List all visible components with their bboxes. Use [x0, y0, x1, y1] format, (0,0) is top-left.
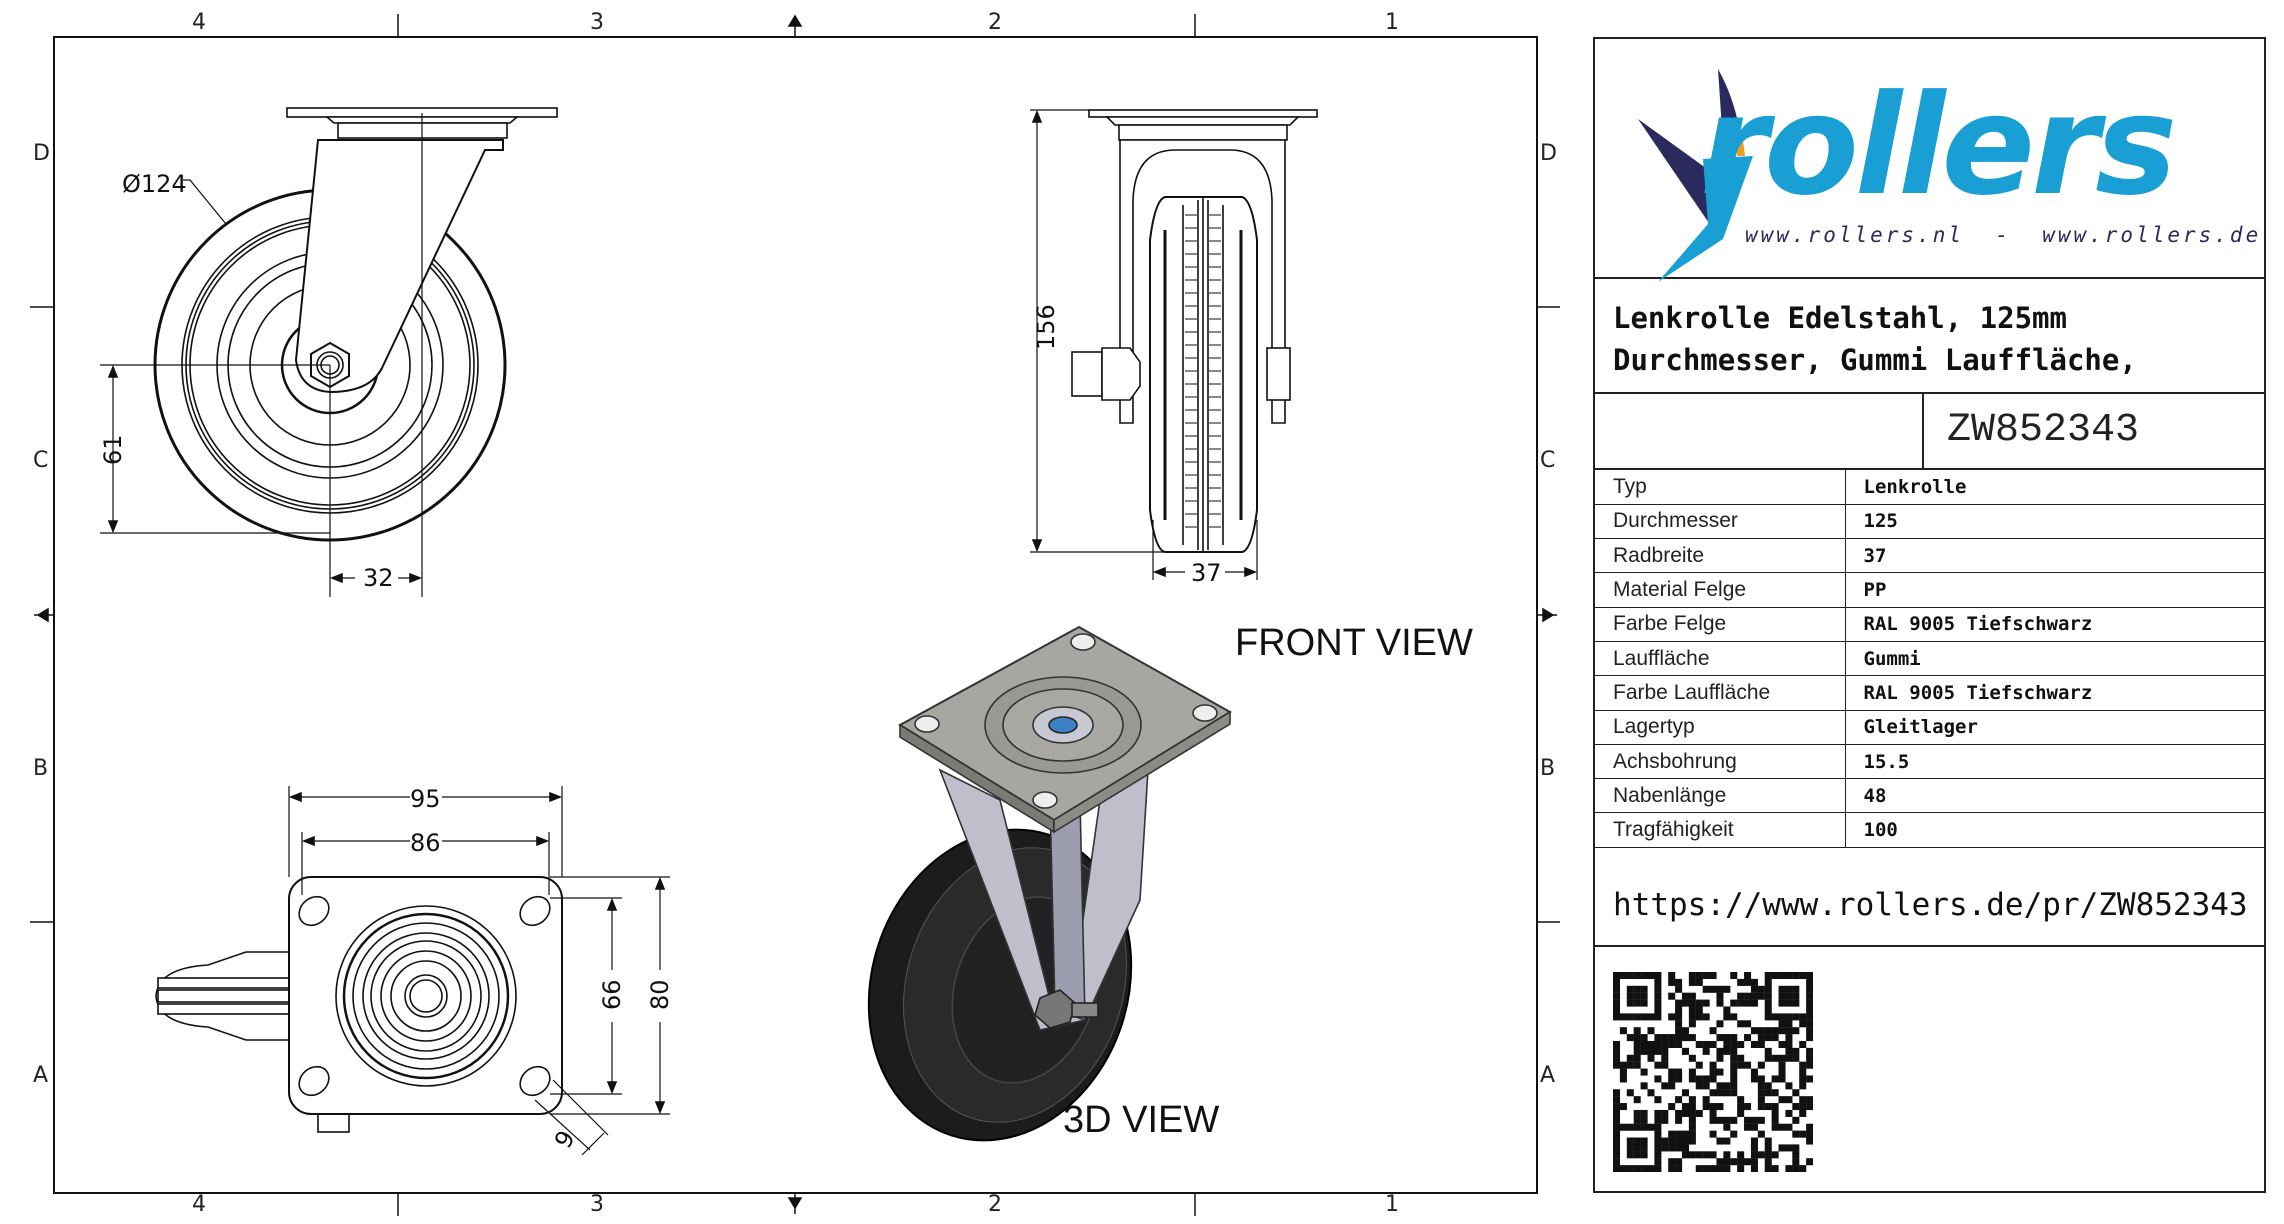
logo-urls: www.rollers.nl - www.rollers.de [1745, 223, 2262, 247]
spec-label: Radbreite [1595, 538, 1846, 574]
spec-label: Durchmesser [1595, 504, 1846, 540]
zone-row-c-right: C [1540, 448, 1556, 473]
dim-wheel-width: 37 [1191, 559, 1222, 587]
spec-value: 15.5 [1845, 744, 2264, 780]
zone-col-4-bottom: 4 [192, 1192, 206, 1217]
spec-value: Gleitlager [1845, 710, 2264, 745]
spec-value: 125 [1845, 504, 2264, 540]
zone-col-3: 3 [590, 10, 604, 35]
isometric-view [867, 625, 1232, 1142]
zone-row-a: A [33, 1063, 49, 1088]
spec-label: Lauffläche [1595, 641, 1846, 677]
zone-col-4: 4 [192, 10, 206, 35]
qr-code[interactable] [1613, 972, 1813, 1172]
title-line-2: Durchmesser, Gummi Lauffläche, [1613, 343, 2137, 377]
dim-axle-height: 61 [99, 434, 127, 465]
spec-value: Gummi [1845, 641, 2264, 677]
bird-icon [1638, 69, 1753, 282]
product-title: Lenkrolle Edelstahl, 125mm Durchmesser, … [1595, 277, 2264, 394]
zone-row-d: D [33, 141, 50, 166]
spec-label: Farbe Felge [1595, 607, 1846, 642]
3d-view-label: 3D VIEW [1063, 1099, 1219, 1141]
spec-label: Tragfähigkeit [1595, 812, 1846, 848]
dim-hole-size: 9 [549, 1126, 581, 1153]
product-url[interactable]: https://www.rollers.de/pr/ZW852343 [1595, 868, 2264, 947]
dim-hole-spacing-y: 66 [598, 979, 626, 1010]
rollers-logo: rollers www.rollers.nl - www.rollers.de [1595, 39, 2264, 282]
spec-label: Achsbohrung [1595, 744, 1846, 780]
zone-row-a-right: A [1540, 1063, 1556, 1088]
zone-row-b: B [33, 756, 49, 781]
spec-value: 37 [1845, 538, 2264, 574]
zone-ticks [30, 14, 1560, 1216]
spec-value: 100 [1845, 812, 2264, 848]
spec-value: Lenkrolle [1845, 470, 2264, 505]
part-number: ZW852343 [1947, 408, 2140, 453]
front-view-label: FRONT VIEW [1235, 622, 1473, 664]
zone-row-b-right: B [1540, 756, 1556, 781]
spec-value: PP [1845, 572, 2264, 608]
spec-label: Farbe Lauffläche [1595, 675, 1846, 711]
zone-col-2-bottom: 2 [988, 1192, 1002, 1217]
spec-label: Lagertyp [1595, 710, 1846, 745]
title-line-1: Lenkrolle Edelstahl, 125mm [1613, 301, 2067, 335]
spec-label: Typ [1595, 470, 1846, 505]
divider [1922, 394, 1924, 468]
dim-total-height: 156 [1032, 304, 1060, 350]
top-view [155, 786, 670, 1156]
zone-row-c: C [33, 448, 49, 473]
zone-col-3-bottom: 3 [590, 1192, 604, 1217]
zone-col-1-bottom: 1 [1385, 1192, 1399, 1217]
spec-value: RAL 9005 Tiefschwarz [1845, 675, 2264, 711]
zone-col-1: 1 [1385, 10, 1399, 35]
title-block: rollers www.rollers.nl - www.rollers.de … [1593, 37, 2266, 1193]
spec-value: RAL 9005 Tiefschwarz [1845, 607, 2264, 642]
spec-label: Nabenlänge [1595, 778, 1846, 814]
dim-offset: 32 [363, 564, 394, 592]
dim-plate-depth: 80 [646, 979, 674, 1010]
zone-row-d-right: D [1540, 141, 1557, 166]
side-view [100, 107, 558, 597]
dim-plate-width: 95 [410, 785, 441, 813]
part-number-row: ZW852343 [1595, 394, 2264, 470]
dim-diameter: Ø124 [122, 170, 187, 198]
logo-wordmark: rollers [1700, 65, 2177, 226]
spec-value: 48 [1845, 778, 2264, 814]
dim-hole-spacing-x: 86 [410, 829, 441, 857]
front-view [1030, 109, 1318, 580]
zone-col-2: 2 [988, 10, 1002, 35]
spec-label: Material Felge [1595, 572, 1846, 608]
